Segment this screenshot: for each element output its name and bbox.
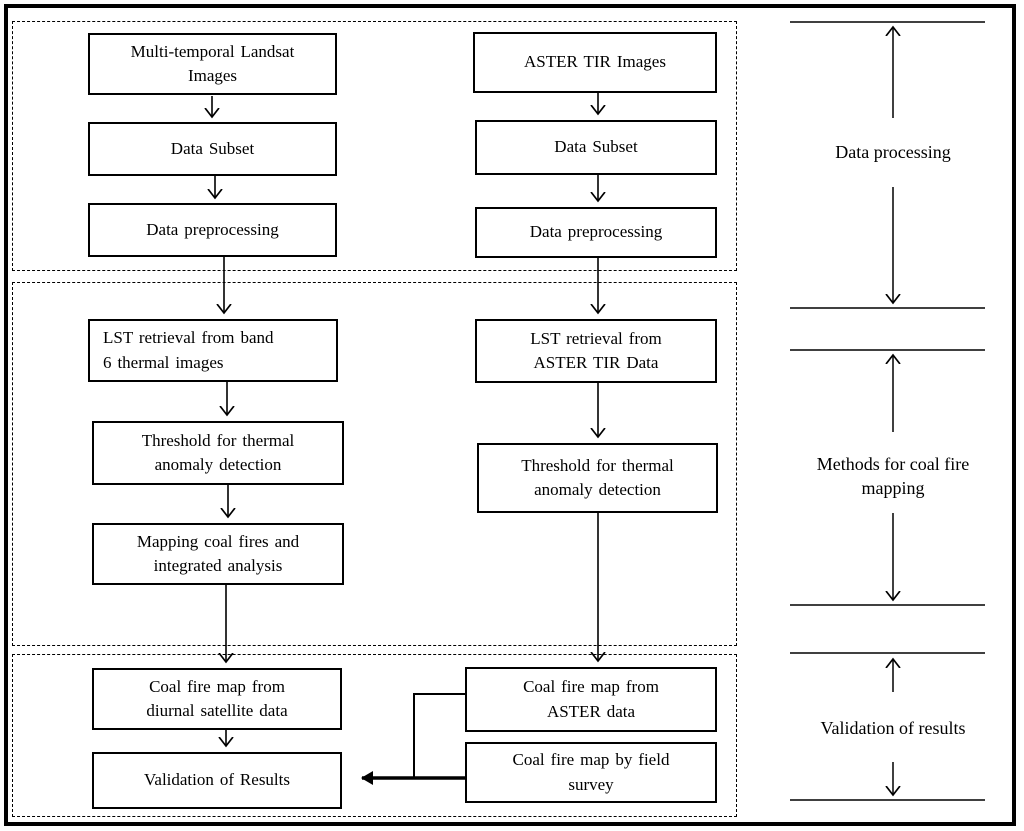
node-mapping-coal-fires: Mapping coal fires and integrated analys… <box>92 523 344 585</box>
stage-label-validation: Validation of results <box>820 717 966 738</box>
stage-label-methods: Methods for coal fire mapping <box>816 453 970 498</box>
node-coal-fire-map-field: Coal fire map by field survey <box>465 742 717 803</box>
node-threshold-right: Threshold for thermal anomaly detection <box>477 443 718 513</box>
node-lst-aster: LST retrieval from ASTER TIR Data <box>475 319 717 383</box>
node-data-preprocessing-left: Data preprocessing <box>88 203 337 257</box>
node-threshold-left: Threshold for thermal anomaly detection <box>92 421 344 485</box>
section-data-processing <box>12 21 737 271</box>
node-data-subset-right: Data Subset <box>475 120 717 175</box>
node-aster-tir-images: ASTER TIR Images <box>473 32 717 93</box>
node-landsat-images: Multi-temporal Landsat Images <box>88 33 337 95</box>
stage-brackets <box>790 21 985 801</box>
stage-label-data-processing: Data processing <box>835 141 951 162</box>
node-coal-fire-map-aster: Coal fire map from ASTER data <box>465 667 717 732</box>
section-methods <box>12 282 737 646</box>
node-data-subset-left: Data Subset <box>88 122 337 176</box>
node-lst-band6: LST retrieval from band 6 thermal images <box>88 319 338 382</box>
node-coal-fire-map-diurnal: Coal fire map from diurnal satellite dat… <box>92 668 342 730</box>
node-data-preprocessing-right: Data preprocessing <box>475 207 717 258</box>
left-column-arrows <box>212 96 228 746</box>
section-validation <box>12 654 737 817</box>
node-validation-results: Validation of Results <box>92 752 342 809</box>
outer-frame <box>4 4 1016 826</box>
validation-connector <box>361 693 465 785</box>
